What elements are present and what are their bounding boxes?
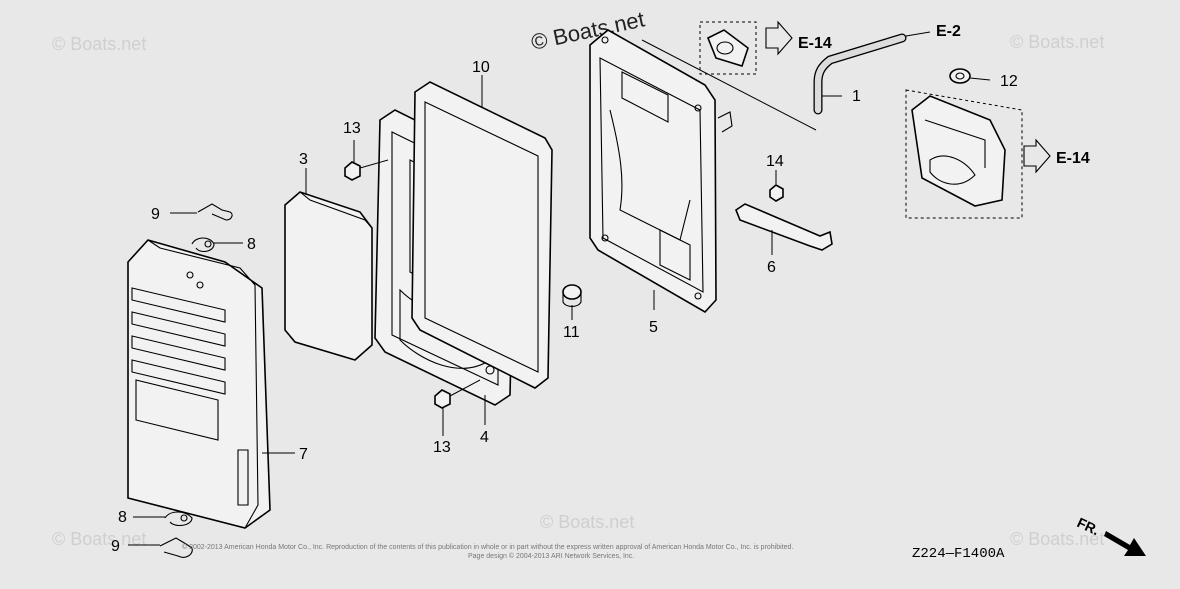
callout-4: 4	[480, 429, 489, 446]
ref-e2: E-2	[936, 23, 961, 40]
callout-13-lower: 13	[433, 439, 451, 456]
part-6-bracket	[735, 203, 833, 251]
callout-14: 14	[766, 153, 784, 170]
copyright-line-2: Page design © 2004-2013 ARI Network Serv…	[468, 552, 634, 560]
part-7-cleaner-cover	[127, 239, 271, 529]
callout-6: 6	[767, 259, 776, 276]
leader-lines	[128, 31, 991, 546]
part-14-bolt	[769, 184, 784, 202]
callout-13-upper: 13	[343, 120, 361, 137]
part-9-clip-upper	[197, 203, 233, 221]
callout-12: 12	[1000, 73, 1018, 90]
callout-7: 7	[299, 446, 308, 463]
watermark-faint: © Boats.net	[1010, 529, 1104, 549]
ref-e14-right: E-14	[1056, 150, 1090, 167]
inset-gasket-e14	[699, 20, 793, 75]
part-8-clip-lower	[164, 511, 193, 527]
callout-3: 3	[299, 151, 308, 168]
watermark-faint: © Boats.net	[52, 34, 146, 54]
diagram-code: Z224—F1400A	[912, 546, 1005, 562]
part-13-nut-upper	[344, 161, 361, 181]
callout-8-lower: 8	[118, 509, 127, 526]
callout-5: 5	[649, 319, 658, 336]
part-5-base-plate	[589, 29, 733, 314]
watermark-faint: © Boats.net	[540, 512, 634, 532]
callout-9-upper: 9	[151, 206, 160, 223]
callout-9-lower: 9	[111, 538, 120, 555]
part-1-breather-tube	[813, 33, 907, 115]
copyright-line-1: © 2002-2013 American Honda Motor Co., In…	[182, 543, 793, 551]
part-3-foam-element	[284, 191, 373, 361]
callout-1: 1	[852, 88, 861, 105]
part-8-clip-upper	[191, 237, 215, 253]
watermark-faint: © Boats.net	[1010, 32, 1104, 52]
callout-8-upper: 8	[247, 236, 256, 253]
callout-11: 11	[563, 324, 580, 341]
part-13-nut-lower	[434, 389, 451, 409]
part-11-grommet	[562, 284, 582, 308]
callout-10: 10	[472, 59, 490, 76]
part-10-gasket	[411, 81, 553, 389]
part-12-grommet	[949, 68, 971, 84]
ref-e14-top: E-14	[798, 35, 832, 52]
inset-shroud-e14	[905, 89, 1051, 219]
part-9-clip-lower	[159, 537, 193, 558]
watermark-faint: © Boats.net	[52, 529, 146, 549]
